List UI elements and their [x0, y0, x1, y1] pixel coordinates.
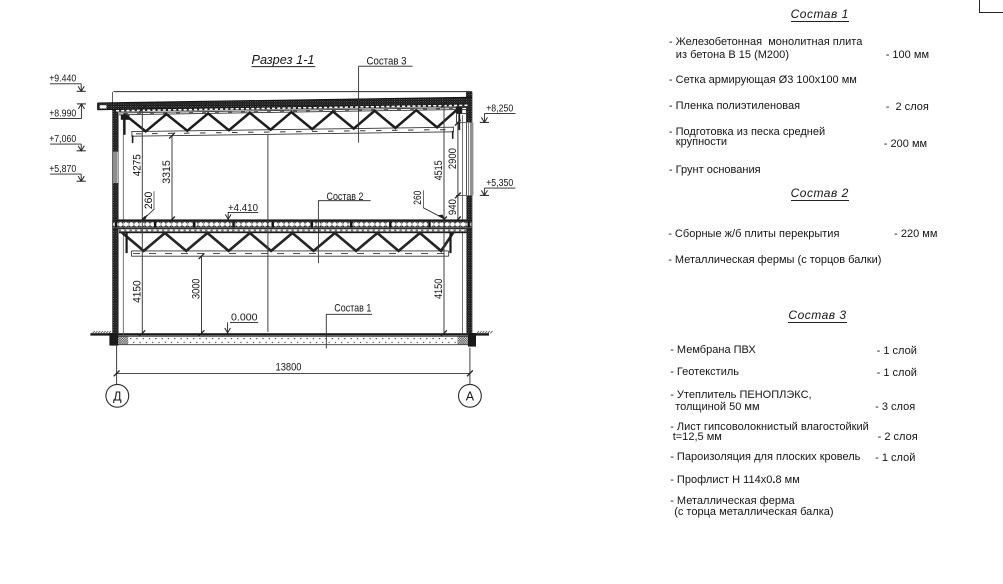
- svg-text:Состав 2: Состав 2: [327, 191, 364, 203]
- svg-text:0.000: 0.000: [231, 312, 258, 324]
- svg-text:4150: 4150: [433, 279, 445, 300]
- svg-text:+7,060: +7,060: [49, 134, 76, 145]
- svg-text:Разрез 1-1: Разрез 1-1: [252, 52, 315, 67]
- svg-text:+4.410: +4.410: [228, 202, 258, 214]
- svg-text:Д: Д: [113, 389, 122, 403]
- svg-text:3000: 3000: [191, 279, 203, 300]
- svg-text:4515: 4515: [433, 160, 445, 180]
- svg-text:+5,870: +5,870: [49, 164, 76, 175]
- svg-text:260: 260: [143, 192, 155, 210]
- svg-text:+8.990: +8.990: [49, 108, 76, 119]
- svg-text:А: А: [466, 389, 475, 403]
- svg-text:4150: 4150: [132, 280, 144, 303]
- svg-text:Состав 1: Состав 1: [334, 302, 371, 314]
- svg-text:+5,350: +5,350: [486, 178, 513, 189]
- svg-text:940: 940: [447, 199, 459, 215]
- svg-text:4275: 4275: [132, 154, 144, 176]
- svg-text:+8,250: +8,250: [486, 103, 513, 114]
- svg-text:3315: 3315: [161, 160, 173, 184]
- svg-text:260: 260: [412, 191, 424, 205]
- svg-text:+9.440: +9.440: [49, 74, 76, 85]
- svg-text:Состав 3: Состав 3: [367, 56, 407, 68]
- svg-text:13800: 13800: [276, 361, 302, 373]
- svg-text:2900: 2900: [447, 148, 459, 169]
